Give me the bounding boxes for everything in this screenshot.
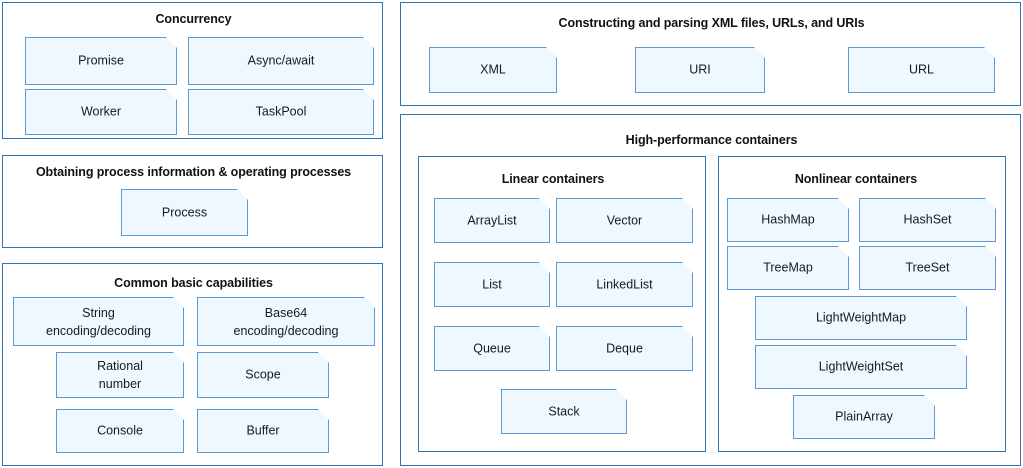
note-label-deque: Deque <box>606 341 643 355</box>
note-label-linkedlist: LinkedList <box>596 277 653 291</box>
panel-process-information: Obtaining process information & operatin… <box>2 155 383 248</box>
note-promise[interactable]: Promise <box>25 37 177 85</box>
note-label-buffer: Buffer <box>246 423 280 438</box>
note-label-arraylist: ArrayList <box>467 213 517 227</box>
note-queue[interactable]: Queue <box>434 326 550 371</box>
note-hashmap[interactable]: HashMap <box>727 198 849 242</box>
note-deque[interactable]: Deque <box>556 326 693 371</box>
subpanel-title-nonlinear-containers: Nonlinear containers <box>794 172 918 186</box>
note-label-stack: Stack <box>548 404 580 418</box>
note-vector[interactable]: Vector <box>556 198 693 243</box>
note-label-vector: Vector <box>606 213 643 227</box>
note-string-encoding[interactable]: String encoding/decoding <box>13 297 184 346</box>
note-taskpool[interactable]: TaskPool <box>188 89 374 135</box>
note-label-hashset: HashSet <box>903 212 952 227</box>
note-label-worker: Worker <box>80 104 122 119</box>
note-label-taskpool: TaskPool <box>255 104 307 119</box>
note-label-async-await: Async/await <box>247 53 315 68</box>
note-label-treeset: TreeSet <box>905 260 950 275</box>
note-process[interactable]: Process <box>121 189 248 236</box>
note-list[interactable]: List <box>434 262 550 307</box>
note-lightweightset[interactable]: LightWeightSet <box>755 345 967 389</box>
note-label-queue: Queue <box>473 341 511 355</box>
note-label-rational-number: Rational number <box>97 359 143 391</box>
note-treemap[interactable]: TreeMap <box>727 246 849 290</box>
note-label-hashmap: HashMap <box>761 212 815 227</box>
panel-title-xml-url-uri: Constructing and parsing XML files, URLs… <box>558 16 865 30</box>
note-label-console: Console <box>97 423 143 438</box>
note-console[interactable]: Console <box>56 409 184 453</box>
panel-title-concurrency: Concurrency <box>155 12 232 26</box>
note-base64-encoding[interactable]: Base64 encoding/decoding <box>197 297 375 346</box>
note-xml[interactable]: XML <box>429 47 557 93</box>
note-label-list: List <box>482 277 502 291</box>
note-label-uri: URI <box>689 62 711 77</box>
note-stack[interactable]: Stack <box>501 389 627 434</box>
panel-high-performance-containers: High-performance containers Linear conta… <box>400 114 1021 466</box>
panel-xml-url-uri: Constructing and parsing XML files, URLs… <box>400 2 1021 106</box>
note-hashset[interactable]: HashSet <box>859 198 996 242</box>
note-label-plainarray: PlainArray <box>835 409 893 424</box>
panel-title-high-performance-containers: High-performance containers <box>625 133 798 147</box>
note-label-lightweightmap: LightWeightMap <box>815 310 907 325</box>
note-label-lightweightset: LightWeightSet <box>818 359 904 374</box>
note-worker[interactable]: Worker <box>25 89 177 135</box>
note-label-promise: Promise <box>78 53 124 68</box>
panel-concurrency: Concurrency Promise Async/await Worker T… <box>2 2 383 139</box>
note-arraylist[interactable]: ArrayList <box>434 198 550 243</box>
note-scope[interactable]: Scope <box>197 352 329 398</box>
note-label-url: URL <box>908 62 934 77</box>
note-label-treemap: TreeMap <box>763 260 813 275</box>
note-buffer[interactable]: Buffer <box>197 409 329 453</box>
subpanel-linear-containers: Linear containers ArrayList Vector List … <box>418 156 706 452</box>
panel-title-common-basic-capabilities: Common basic capabilities <box>114 276 273 290</box>
note-url[interactable]: URL <box>848 47 995 93</box>
note-lightweightmap[interactable]: LightWeightMap <box>755 296 967 340</box>
note-label-scope: Scope <box>245 367 281 382</box>
subpanel-nonlinear-containers: Nonlinear containers HashMap HashSet Tre… <box>718 156 1006 452</box>
note-treeset[interactable]: TreeSet <box>859 246 996 290</box>
note-plainarray[interactable]: PlainArray <box>793 395 935 439</box>
note-async-await[interactable]: Async/await <box>188 37 374 85</box>
note-linkedlist[interactable]: LinkedList <box>556 262 693 307</box>
panel-title-process-information: Obtaining process information & operatin… <box>35 165 352 179</box>
note-label-process: Process <box>161 205 208 219</box>
note-uri[interactable]: URI <box>635 47 765 93</box>
note-label-string-encoding: String encoding/decoding <box>46 305 151 338</box>
subpanel-title-linear-containers: Linear containers <box>501 172 605 186</box>
note-rational-number[interactable]: Rational number <box>56 352 184 398</box>
note-label-base64-encoding: Base64 encoding/decoding <box>233 305 339 338</box>
note-label-xml: XML <box>480 62 506 77</box>
panel-common-basic-capabilities: Common basic capabilities String encodin… <box>2 263 383 466</box>
